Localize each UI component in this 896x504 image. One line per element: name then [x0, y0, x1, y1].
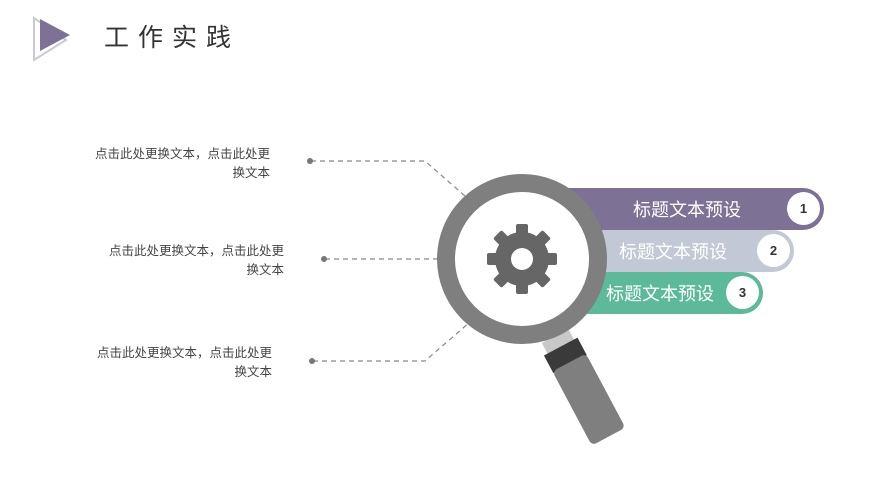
note-3-line1: 点击此处更换文本，点击此处更 — [96, 345, 272, 360]
bar-number-1: 1 — [787, 192, 820, 225]
bar-label-2: 标题文本预设 — [619, 242, 727, 263]
bar-number-3: 3 — [726, 276, 759, 309]
bar-label-1: 标题文本预设 — [633, 200, 741, 221]
bar-number-2: 2 — [757, 234, 790, 267]
note-text-2[interactable]: 点击此处更换文本，点击此处更 换文本 — [84, 241, 284, 279]
note-3-line2: 换文本 — [234, 364, 272, 379]
title-bar-1[interactable]: 标题文本预设 1 — [530, 188, 824, 230]
bar-label-3: 标题文本预设 — [606, 284, 714, 305]
note-text-3[interactable]: 点击此处更换文本，点击此处更 换文本 — [72, 343, 272, 381]
note-1-line1: 点击此处更换文本，点击此处更 — [94, 146, 270, 161]
note-text-1[interactable]: 点击此处更换文本，点击此处更 换文本 — [70, 144, 270, 182]
connector-dots — [307, 158, 327, 364]
connector-lines — [311, 160, 471, 362]
gear-icon — [487, 224, 557, 294]
page-title: 工作实践 — [104, 23, 241, 52]
play-triangle-icon — [33, 16, 70, 62]
note-2-line2: 换文本 — [246, 262, 284, 277]
note-1-line2: 换文本 — [232, 165, 270, 180]
note-2-line1: 点击此处更换文本，点击此处更 — [108, 243, 284, 258]
